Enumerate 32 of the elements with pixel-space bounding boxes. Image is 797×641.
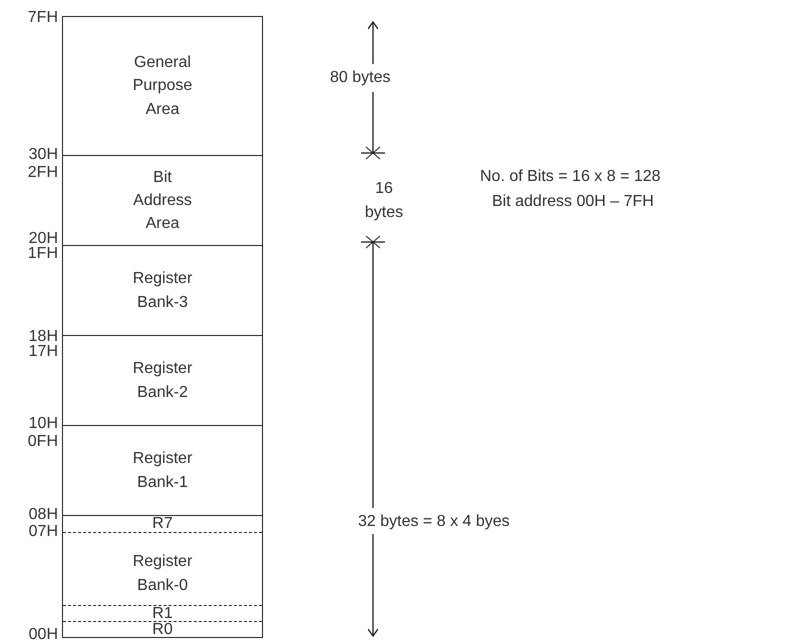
- address-label: 2FH: [26, 163, 58, 182]
- dimension-label: 32 bytes = 8 x 4 byes: [358, 512, 510, 532]
- address-label: 18H: [28, 327, 58, 345]
- register-row: R7: [63, 516, 262, 533]
- address-label: 7FH: [26, 8, 58, 28]
- address-label: 08H: [28, 505, 58, 524]
- address-label: 00H: [28, 625, 58, 641]
- note-text: No. of Bits = 16 x 8 = 128: [480, 167, 661, 186]
- memory-region: [62, 155, 263, 246]
- memory-region: [62, 335, 263, 426]
- region-label: Register Bank-3: [132, 269, 194, 312]
- region-label: Register Bank-1: [132, 449, 194, 492]
- address-label: 17H: [28, 342, 58, 362]
- address-label: 20H: [28, 229, 58, 247]
- region-label: Register Bank-2: [132, 359, 194, 402]
- dimension-label: 16 bytes: [364, 179, 404, 223]
- memory-region: [62, 425, 263, 516]
- region-label: Register Bank-0: [132, 552, 194, 596]
- region-label: General Purpose Area: [132, 53, 194, 120]
- memory-region: [62, 245, 263, 336]
- address-label: 10H: [28, 414, 58, 434]
- address-label: 30H: [28, 145, 58, 164]
- dimension-label: 80 bytes: [330, 68, 390, 88]
- memory-region: [62, 16, 263, 156]
- address-label: 07H: [28, 522, 58, 542]
- memory-region: [62, 515, 263, 638]
- address-label: 0FH: [26, 432, 58, 452]
- register-row: R1: [63, 605, 262, 622]
- register-row: R0: [63, 622, 262, 637]
- note-text: Bit address 00H – 7FH: [492, 192, 654, 212]
- region-label: Bit Address Area: [132, 168, 193, 234]
- address-label: 1FH: [26, 244, 58, 264]
